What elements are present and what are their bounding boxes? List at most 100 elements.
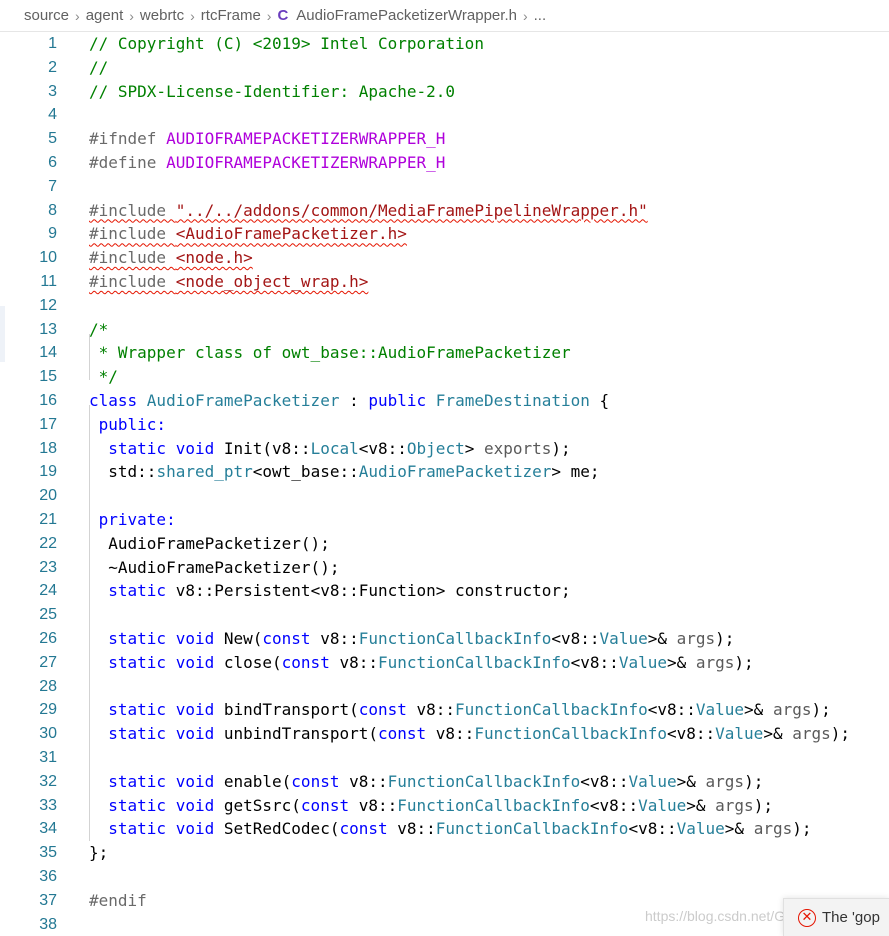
code-line[interactable]: 11#include <node_object_wrap.h>: [0, 270, 889, 294]
code-token: Local: [310, 438, 359, 458]
code-text: // SPDX-License-Identifier: Apache-2.0: [89, 80, 455, 104]
code-token: AudioFramePacketizer: [358, 462, 552, 482]
breadcrumb-item-agent[interactable]: agent: [85, 7, 124, 24]
line-number: 6: [48, 154, 57, 171]
code-text: #ifndef AUDIOFRAMEPACKETIZERWRAPPER_H: [89, 127, 445, 151]
code-token: <v8::: [647, 700, 696, 720]
code-line[interactable]: 22 AudioFramePacketizer();: [0, 532, 889, 556]
code-line[interactable]: 9#include <AudioFramePacketizer.h>: [0, 222, 889, 246]
code-line[interactable]: 19 std::shared_ptr<owt_base::AudioFrameP…: [0, 460, 889, 484]
code-token: Value: [715, 724, 764, 744]
code-line[interactable]: 31: [0, 746, 889, 770]
code-token: // Copyright (C) <2019> Intel Corporatio…: [89, 34, 484, 53]
code-line[interactable]: 37#endif: [0, 889, 889, 913]
code-token: >&: [744, 700, 773, 720]
code-line[interactable]: 3// SPDX-License-Identifier: Apache-2.0: [0, 80, 889, 104]
code-token: args: [676, 629, 716, 648]
code-token: static void: [89, 819, 224, 839]
code-line[interactable]: 8#include "../../addons/common/MediaFram…: [0, 199, 889, 223]
code-token: unbindTransport(: [223, 724, 378, 744]
code-line[interactable]: 33 static void getSsrc(const v8::Functio…: [0, 794, 889, 818]
code-line[interactable]: 26 static void New(const v8::FunctionCal…: [0, 627, 889, 651]
code-line[interactable]: 5 #ifndef AUDIOFRAMEPACKETIZERWRAPPER_H: [0, 127, 889, 151]
code-token: shared_ptr: [156, 462, 253, 482]
breadcrumb-item-webrtc[interactable]: webrtc: [139, 7, 185, 24]
breadcrumb-item-source[interactable]: source: [24, 7, 70, 24]
code-token: args: [705, 771, 745, 791]
code-token: const: [262, 629, 321, 648]
code-line[interactable]: 29 static void bindTransport(const v8::F…: [0, 698, 889, 722]
code-line[interactable]: 20: [0, 484, 889, 508]
code-line[interactable]: 21 private:: [0, 508, 889, 532]
line-number: 4: [48, 106, 57, 124]
breadcrumb-item-file[interactable]: AudioFramePacketizerWrapper.h: [296, 7, 517, 24]
code-text: #include <AudioFramePacketizer.h>: [89, 222, 407, 246]
code-token: close(: [223, 652, 282, 672]
code-token: <v8::: [358, 438, 407, 458]
code-line[interactable]: 27 static void close(const v8::FunctionC…: [0, 651, 889, 675]
code-line[interactable]: 7: [0, 175, 889, 199]
code-token: );: [551, 438, 571, 458]
line-number: 38: [39, 915, 57, 933]
code-line[interactable]: 36: [0, 865, 889, 889]
code-line[interactable]: 4: [0, 103, 889, 127]
code-line[interactable]: 17 public:: [0, 413, 889, 437]
chevron-right-icon: ›: [266, 7, 272, 24]
code-token: static void: [89, 724, 224, 744]
code-line[interactable]: 28: [0, 675, 889, 699]
code-line[interactable]: 15 */: [0, 365, 889, 389]
line-number: 12: [39, 296, 57, 314]
code-editor[interactable]: 1 // Copyright (C) <2019> Intel Corporati…: [0, 32, 889, 936]
code-line[interactable]: 38: [0, 913, 889, 936]
code-text: static void close(const v8::FunctionCall…: [89, 651, 753, 675]
code-text: class AudioFramePacketizer : public Fram…: [89, 389, 609, 413]
code-line[interactable]: 25: [0, 603, 889, 627]
line-number: 34: [39, 820, 57, 838]
code-token: Value: [638, 795, 687, 815]
code-token: );: [744, 771, 764, 791]
line-number: 14: [39, 344, 57, 362]
line-number: 8: [48, 201, 57, 219]
code-line[interactable]: 35};: [0, 841, 889, 865]
code-token: );: [715, 629, 735, 648]
code-line[interactable]: 12: [0, 294, 889, 318]
line-number: 33: [39, 796, 57, 814]
chevron-right-icon: ›: [190, 7, 195, 24]
line-number: 10: [39, 249, 57, 267]
code-token: };: [89, 843, 109, 863]
breadcrumb-ellipsis[interactable]: ...: [533, 7, 547, 24]
code-line[interactable]: 13/*: [0, 318, 889, 342]
code-token: FrameDestination: [435, 391, 590, 410]
code-token: static void: [89, 771, 224, 791]
code-line[interactable]: 23 ~AudioFramePacketizer();: [0, 556, 889, 580]
line-number: 27: [39, 653, 57, 671]
code-text: /*: [89, 318, 108, 342]
code-token: <v8::: [551, 629, 600, 648]
code-line[interactable]: 30 static void unbindTransport(const v8:…: [0, 722, 889, 746]
error-notification[interactable]: ✕ The 'gop: [783, 898, 889, 936]
line-number: 2: [48, 58, 57, 76]
code-line[interactable]: 18 static void Init(v8::Local<v8::Object…: [0, 437, 889, 461]
line-number: 1: [48, 35, 57, 52]
code-line[interactable]: 10#include <node.h>: [0, 246, 889, 270]
line-number: 5: [48, 130, 57, 148]
code-line[interactable]: 1 // Copyright (C) <2019> Intel Corporati…: [0, 32, 889, 56]
code-token: */: [89, 367, 118, 387]
code-line[interactable]: 6#define AUDIOFRAMEPACKETIZERWRAPPER_H: [0, 151, 889, 175]
code-token: AUDIOFRAMEPACKETIZERWRAPPER_H: [166, 153, 446, 172]
code-line[interactable]: 14 * Wrapper class of owt_base::AudioFra…: [0, 341, 889, 365]
code-token: );: [792, 819, 812, 839]
code-token: static void: [89, 629, 224, 648]
code-token: v8::: [339, 652, 378, 672]
code-token: static void: [89, 795, 224, 815]
code-line[interactable]: 32 static void enable(const v8::Function…: [0, 770, 889, 794]
code-text: //: [89, 56, 108, 80]
breadcrumb-item-rtcframe[interactable]: rtcFrame: [200, 7, 261, 24]
code-line[interactable]: 24 static v8::Persistent<v8::Function> c…: [0, 579, 889, 603]
code-token: FunctionCallbackInfo: [377, 652, 571, 672]
code-line[interactable]: 2 //: [0, 56, 889, 80]
gutter-highlight: [0, 306, 5, 362]
code-token: private:: [89, 510, 176, 529]
code-line[interactable]: 34 static void SetRedCodec(const v8::Fun…: [0, 817, 889, 841]
